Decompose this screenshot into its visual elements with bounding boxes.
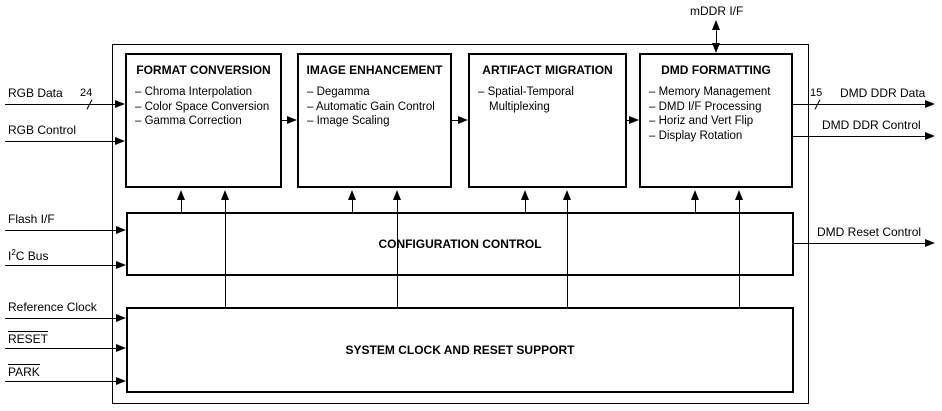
reference-clock-label: Reference Clock — [8, 300, 97, 314]
i2c-bus-label: I2C Bus — [8, 246, 48, 263]
i2c-rest: C Bus — [15, 249, 49, 263]
block-title: SYSTEM CLOCK AND RESET SUPPORT — [345, 343, 575, 357]
arrow-right-icon — [116, 261, 126, 269]
arrow-up-icon — [521, 190, 529, 200]
block-item: – Horiz and Vert Flip — [649, 115, 754, 127]
arrow-up-icon — [691, 190, 699, 200]
block-item: – Display Rotation — [649, 129, 743, 142]
connector-line — [695, 200, 696, 212]
arrow-right-icon — [116, 344, 126, 352]
arrow-up-icon — [348, 190, 356, 200]
dmd-reset-control-label: DMD Reset Control — [817, 225, 922, 239]
arrow-right-icon — [116, 226, 126, 234]
connector-line — [181, 200, 182, 212]
i2c-sup: 2 — [11, 248, 16, 257]
mddr-arrow-up-icon — [712, 20, 720, 30]
arrow-up-icon — [563, 190, 571, 200]
block-item: – Color Space Conversion — [135, 100, 270, 113]
dmd-ddr-control-label: DMD DDR Control — [822, 118, 921, 132]
mddr-if-line — [716, 29, 717, 46]
system-clock-reset-block: SYSTEM CLOCK AND RESET SUPPORT — [126, 307, 794, 393]
dmd-ddr-data-label: DMD DDR Data — [840, 86, 926, 100]
block-item: – Degamma — [307, 86, 370, 98]
block-item: – Chroma Interpolation — [135, 86, 252, 98]
connector-line — [397, 200, 398, 307]
arrow-right-icon — [925, 100, 935, 108]
arrow-right-icon — [458, 116, 468, 124]
format-conversion-block: FORMAT CONVERSION – Chroma Interpolation… — [125, 53, 282, 188]
block-title: CONFIGURATION CONTROL — [378, 237, 542, 251]
rgb-data-label: RGB Data — [8, 86, 63, 100]
block-item-list: – Chroma Interpolation – Color Space Con… — [127, 85, 280, 129]
connector-line — [282, 120, 288, 121]
arrow-right-icon — [629, 116, 639, 124]
block-item: Multiplexing — [489, 100, 550, 113]
block-title: FORMAT CONVERSION — [136, 63, 271, 77]
dmd-formatting-block: DMD FORMATTING – Memory Management – DMD… — [639, 53, 793, 188]
arrow-up-icon — [177, 190, 185, 200]
flash-if-label: Flash I/F — [8, 212, 55, 226]
block-item-list: – Memory Management – DMD I/F Processing… — [641, 85, 791, 143]
rgb-data-line — [5, 104, 115, 105]
flash-if-line — [5, 230, 116, 231]
connector-line — [525, 200, 526, 212]
mddr-arrow-down-icon — [712, 43, 720, 53]
configuration-control-block: CONFIGURATION CONTROL — [126, 212, 794, 276]
connector-line — [739, 200, 740, 307]
arrow-up-icon — [221, 190, 229, 200]
block-item: – Automatic Gain Control — [307, 100, 435, 113]
block-item: – Gamma Correction — [135, 115, 242, 127]
arrow-right-icon — [116, 377, 126, 385]
block-item: – Memory Management — [649, 86, 771, 98]
park-line — [5, 381, 116, 382]
block-item-list: – Spatial-Temporal Multiplexing — [470, 85, 625, 114]
arrow-right-icon — [115, 100, 125, 108]
arrow-right-icon — [287, 116, 297, 124]
rgb-control-label: RGB Control — [8, 123, 77, 137]
connector-line — [627, 120, 630, 121]
connector-line — [452, 120, 459, 121]
rgb-data-bus-width: 24 — [80, 87, 93, 99]
mddr-if-label: mDDR I/F — [690, 4, 744, 18]
block-item: – DMD I/F Processing — [649, 100, 762, 113]
block-item: – Spatial-Temporal — [478, 86, 574, 98]
artifact-migration-block: ARTIFACT MIGRATION – Spatial-Temporal Mu… — [468, 53, 627, 188]
arrow-right-icon — [116, 314, 126, 322]
dmd-ddr-data-bus-width: 15 — [810, 87, 823, 99]
rgb-control-line — [5, 141, 115, 142]
dmd-ddr-data-line — [793, 104, 925, 105]
reset-label: RESET — [8, 331, 49, 346]
image-enhancement-block: IMAGE ENHANCEMENT – Degamma – Automatic … — [297, 53, 452, 188]
connector-line — [567, 200, 568, 307]
arrow-right-icon — [115, 137, 125, 145]
block-item-list: – Degamma – Automatic Gain Control – Ima… — [299, 85, 450, 129]
arrow-right-icon — [925, 132, 935, 140]
park-label: PARK — [8, 364, 40, 379]
dmd-reset-control-line — [794, 243, 925, 244]
block-title: IMAGE ENHANCEMENT — [306, 63, 443, 77]
connector-line — [352, 200, 353, 212]
connector-line — [225, 200, 226, 307]
i2c-base: I — [8, 249, 12, 263]
dmd-ddr-control-line — [793, 136, 925, 137]
arrow-right-icon — [925, 239, 935, 247]
reset-line — [5, 348, 116, 349]
block-item: – Image Scaling — [307, 115, 390, 127]
block-title: DMD FORMATTING — [661, 63, 771, 77]
arrow-up-icon — [735, 190, 743, 200]
block-title: ARTIFACT MIGRATION — [482, 63, 613, 77]
i2c-bus-line — [5, 265, 116, 266]
reference-clock-line — [5, 318, 116, 319]
arrow-up-icon — [393, 190, 401, 200]
